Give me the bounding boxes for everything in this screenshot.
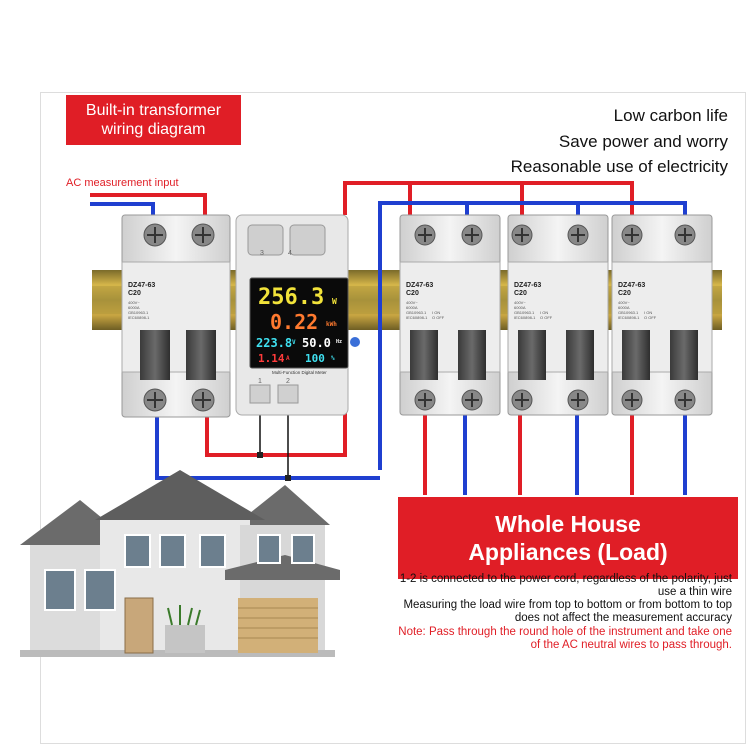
title-line-2: wiring diagram [101,121,206,138]
ac-input-label: AC measurement input [66,177,179,189]
note-line-5: Note: Pass through the round hole of the… [398,626,732,638]
title-line-1: Built-in transformer [85,102,222,119]
breaker-main-spec-2: 6000A [128,305,140,310]
lcd-frequency: 50.0 [302,336,331,350]
note-line-6: of the AC neutral wires to pass through. [530,639,732,651]
breaker-2-spec-4: IEC60898-1 [514,315,536,320]
breaker-1-spec-2: 6000A [406,305,418,310]
lcd-energy-unit: kWh [326,321,337,328]
diagram-frame [40,92,746,744]
breaker-1-model: DZ47-63 [406,282,434,289]
note-line-3: Measuring the load wire from top to bott… [403,599,732,611]
breaker-1-spec-3: GB10963.1 [406,310,427,315]
meter-caption: Multi-Function Digital Meter [272,370,327,375]
breaker-main-spec-4: IEC60898-1 [128,315,150,320]
breaker-main-model: DZ47-63 [128,282,156,289]
load-box-line-2: Appliances (Load) [468,539,668,565]
breaker-1-off: O OFF [432,315,445,320]
breaker-load-2 [507,214,609,416]
breaker-2-spec-1: 400V~ [514,300,526,305]
blue-wire-top [90,201,687,470]
house-illustration [20,470,340,657]
breaker-2-model: DZ47-63 [514,282,542,289]
lcd-power-factor-unit: % [331,355,335,362]
terminal-3-label: 3 [260,250,264,257]
terminal-4-label: 4 [288,250,292,257]
lcd-power-factor: 100 [305,352,325,365]
breaker-3-off: O OFF [644,315,657,320]
breaker-1-rating: C20 [406,290,419,297]
red-wire-bottom-left [205,410,347,457]
note-line-4: does not affect the measurement accuracy [514,612,732,624]
tagline-3: Reasonable use of electricity [510,157,728,176]
breaker-2-spec-3: GB10963.1 [514,310,535,315]
breaker-3-model: DZ47-63 [618,282,646,289]
breaker-3-rating: C20 [618,290,631,297]
note-line-1: 1-2 is connected to the power cord, rega… [399,573,732,585]
breaker-1-on: I ON [432,310,441,315]
lcd-current: 1.14 [258,352,285,365]
breaker-main-rating: C20 [128,290,141,297]
terminal-1-label: 1 [258,378,262,385]
load-box: Whole House Appliances (Load) [398,497,738,579]
breaker-1-spec-1: 400V~ [406,300,418,305]
breaker-3-spec-4: IEC60898-1 [618,315,640,320]
breaker-load-3 [611,214,713,416]
lcd-current-unit: A [286,355,290,362]
breaker-load-1 [399,214,501,416]
tagline-1: Low carbon life [613,106,728,125]
breaker-main-spec-1: 400V~ [128,300,140,305]
breaker-2-off: O OFF [540,315,553,320]
note-line-2: use a thin wire [657,586,732,598]
breaker-2-spec-2: 6000A [514,305,526,310]
lcd-frequency-unit: Hz [336,339,343,345]
breaker-1-spec-4: IEC60898-1 [406,315,428,320]
terminal-2-label: 2 [286,378,290,385]
lcd-power: 256.3 [258,285,325,310]
breaker-2-rating: C20 [514,290,527,297]
load-box-line-1: Whole House [495,511,641,537]
red-wire-top [90,181,634,215]
title-box: Built-in transformer wiring diagram [66,95,241,145]
lcd-voltage: 223.8 [256,336,293,350]
lcd-voltage-unit: V [292,339,296,346]
meter-sense-wires [259,405,289,478]
breaker-3-on: I ON [644,310,653,315]
blue-wire-bottom-left [155,410,380,480]
multi-function-meter [235,214,360,416]
breaker-3-spec-1: 400V~ [618,300,630,305]
lcd-power-unit: W [332,297,337,306]
breaker-main-spec-3: GB10963.1 [128,310,149,315]
lcd-energy: 0.22 [270,310,319,334]
breaker-2-on: I ON [540,310,549,315]
breaker-main [121,214,231,418]
breaker-3-spec-2: 6000A [618,305,630,310]
tagline-2: Save power and worry [558,132,728,151]
breaker-3-spec-3: GB10963.1 [618,310,639,315]
